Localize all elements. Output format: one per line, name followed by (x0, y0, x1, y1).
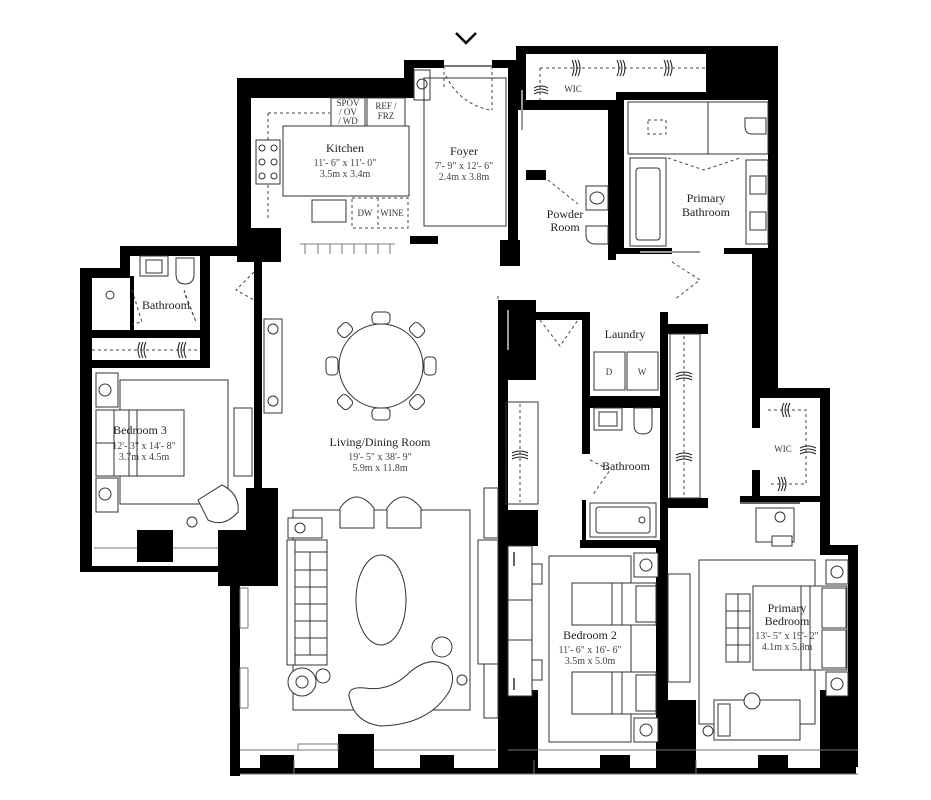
svg-text:13'- 5" x 19'- 2": 13'- 5" x 19'- 2" (755, 631, 818, 642)
svg-text:/ OV: / OV (339, 107, 357, 117)
bathroom-west-label: Bathroom (142, 298, 191, 312)
hall-door (671, 261, 701, 301)
svg-text:DW: DW (358, 208, 373, 218)
svg-text:SPOV: SPOV (336, 98, 360, 108)
primary-bedroom-label: Primary (768, 601, 807, 615)
svg-text:Powder: Powder (547, 207, 584, 221)
svg-text:3.5m x 3.4m: 3.5m x 3.4m (320, 169, 371, 180)
kitchen: SPOV / OV / WD REF / FRZ DW WINE Kitchen… (255, 97, 410, 254)
svg-text:REF /: REF / (375, 101, 397, 111)
svg-text:12'- 3" x 14'- 8": 12'- 3" x 14'- 8" (112, 441, 175, 452)
bathtub-icon (629, 157, 667, 247)
bedroom-2-label: Bedroom 2 (563, 628, 617, 642)
foyer: Foyer 7'- 9" x 12'- 6" 2.4m x 3.8m (413, 65, 507, 227)
svg-text:11'- 6" x 16'- 6": 11'- 6" x 16'- 6" (558, 645, 621, 656)
svg-text:FRZ: FRZ (378, 111, 395, 121)
bedroom-2-door (539, 319, 579, 347)
laundry-label: Laundry (605, 327, 646, 341)
svg-text:WIC: WIC (774, 444, 792, 454)
kitchen-sink-icon (311, 199, 347, 223)
closet-hall (669, 333, 701, 499)
cooktop-icon (255, 139, 281, 185)
svg-text:3.7m x 4.5m: 3.7m x 4.5m (119, 452, 170, 463)
svg-text:WINE: WINE (380, 208, 404, 218)
closet-bedroom-2 (505, 401, 539, 505)
foyer-label: Foyer (450, 144, 478, 158)
living-dining-label: Living/Dining Room (329, 435, 431, 449)
svg-text:/ WD: / WD (338, 116, 358, 126)
south-windows (240, 749, 858, 775)
bedroom-3: Bedroom 3 12'- 3" x 14'- 8" 3.7m x 4.5m (94, 372, 253, 549)
svg-text:Room: Room (550, 220, 580, 234)
svg-text:3.5m x 5.0m: 3.5m x 5.0m (565, 656, 616, 667)
svg-text:19'- 5" x 38'- 9": 19'- 5" x 38'- 9" (348, 452, 411, 463)
svg-text:D: D (606, 367, 613, 377)
bedroom-3-label: Bedroom 3 (113, 423, 167, 437)
primary-bathroom: Primary Bathroom (627, 101, 769, 253)
bathroom-west: Bathroom (92, 255, 255, 359)
bedroom-2: Bedroom 2 11'- 6" x 16'- 6" 3.5m x 5.0m (507, 545, 659, 743)
dining-table (325, 311, 437, 421)
primary-bedroom: Primary Bedroom 13'- 5" x 19'- 2" 4.1m x… (667, 502, 849, 741)
walls (80, 46, 858, 776)
svg-text:7'- 9" x 12'- 6": 7'- 9" x 12'- 6" (435, 161, 493, 172)
svg-text:WIC: WIC (564, 84, 582, 94)
svg-text:11'- 6" x 11'- 0": 11'- 6" x 11'- 0" (314, 158, 377, 169)
svg-text:5.9m x 11.8m: 5.9m x 11.8m (352, 463, 407, 474)
laundry: Laundry D W (593, 327, 659, 391)
entrance-chevron-icon (455, 32, 477, 45)
svg-text:Bathroom: Bathroom (682, 205, 731, 219)
svg-text:4.1m x 5.8m: 4.1m x 5.8m (762, 642, 813, 653)
kitchen-label: Kitchen (326, 141, 364, 155)
walk-in-closet-right: WIC (768, 402, 817, 492)
svg-text:W: W (638, 367, 647, 377)
bathroom-center-label: Bathroom (602, 459, 651, 473)
powder-room: Powder Room (547, 179, 609, 245)
svg-text:2.4m x 3.8m: 2.4m x 3.8m (439, 172, 490, 183)
bathroom-center: Bathroom (589, 407, 657, 538)
living-dining-room: Living/Dining Room 19'- 5" x 38'- 9" 5.9… (239, 296, 509, 751)
svg-text:Primary: Primary (687, 191, 726, 205)
walk-in-closet-top: WIC (521, 59, 705, 130)
svg-text:Bedroom: Bedroom (765, 614, 810, 628)
